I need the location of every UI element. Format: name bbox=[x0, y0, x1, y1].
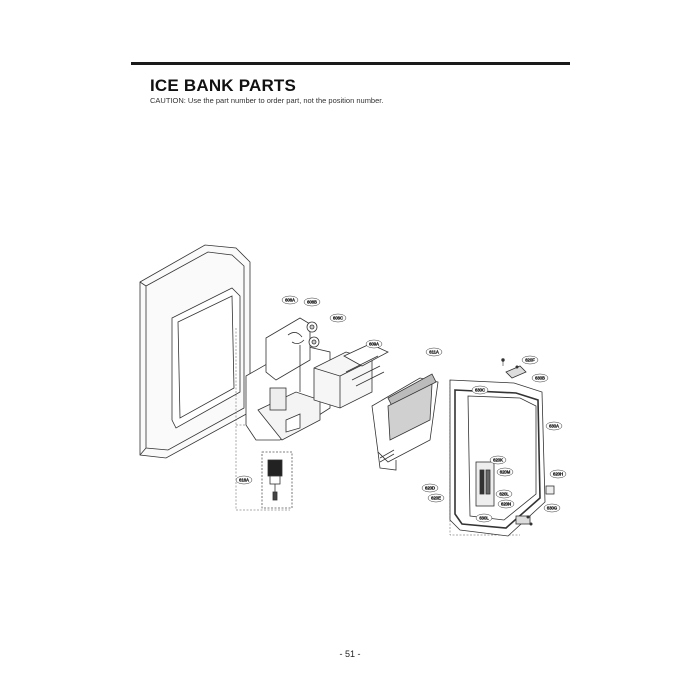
small-switch-part bbox=[261, 451, 293, 509]
callout-label: 620M bbox=[500, 470, 511, 475]
callout-630C: 630C bbox=[471, 385, 489, 395]
callout-label: 606C bbox=[333, 316, 343, 321]
callout-label: 611A bbox=[429, 350, 439, 355]
callout-label: 630B bbox=[535, 376, 545, 381]
ice-compartment-door bbox=[449, 365, 555, 537]
callout-620K: 620K bbox=[489, 455, 507, 465]
callout-label: 606A bbox=[285, 298, 295, 303]
callout-630G: 630G bbox=[543, 503, 561, 513]
callout-label: 620K bbox=[493, 458, 503, 463]
callout-609A: 609A bbox=[365, 339, 383, 349]
callout-620D: 620D bbox=[421, 483, 439, 493]
callout-label: 630G bbox=[547, 506, 557, 511]
callout-label: 609A bbox=[369, 342, 379, 347]
callout-labels: 606A 606B 606C 609A 616A 611A 620F 630B … bbox=[235, 295, 567, 523]
callout-606B: 606B bbox=[303, 297, 321, 307]
callout-620H: 620H bbox=[549, 469, 567, 479]
callout-620M: 620M bbox=[496, 467, 514, 477]
callout-label: 606B bbox=[307, 300, 317, 305]
caution-note: CAUTION: Use the part number to order pa… bbox=[150, 96, 384, 105]
callout-label: 630C bbox=[475, 388, 485, 393]
callout-616A: 616A bbox=[235, 475, 253, 485]
header-rule bbox=[131, 62, 570, 65]
callout-606A: 606A bbox=[281, 295, 299, 305]
callout-606C: 606C bbox=[329, 313, 347, 323]
ice-maker bbox=[313, 343, 389, 409]
callout-label: 630L bbox=[479, 516, 489, 521]
callout-620F: 620F bbox=[521, 355, 539, 365]
callout-label: 620L bbox=[499, 492, 509, 497]
callout-label: 620H bbox=[553, 472, 563, 477]
callout-label: 630A bbox=[549, 424, 559, 429]
screws bbox=[501, 358, 533, 526]
page-title: ICE BANK PARTS bbox=[150, 76, 297, 95]
callout-630B: 630B bbox=[531, 373, 549, 383]
callout-620L: 620L bbox=[495, 489, 513, 499]
callout-611A: 611A bbox=[425, 347, 443, 357]
ice-bin bbox=[371, 373, 439, 471]
callout-630L: 630L bbox=[475, 513, 493, 523]
callout-label: 616A bbox=[239, 478, 249, 483]
callout-label: 620E bbox=[431, 496, 441, 501]
callout-630A: 630A bbox=[545, 421, 563, 431]
callout-620N: 620N bbox=[497, 499, 515, 509]
callout-label: 620D bbox=[425, 486, 435, 491]
callout-label: 620F bbox=[525, 358, 535, 363]
page-number: - 51 - bbox=[339, 649, 361, 659]
door-panel bbox=[139, 244, 251, 459]
motor-parts bbox=[287, 321, 320, 348]
callout-label: 620N bbox=[501, 502, 511, 507]
callout-620E: 620E bbox=[427, 493, 445, 503]
